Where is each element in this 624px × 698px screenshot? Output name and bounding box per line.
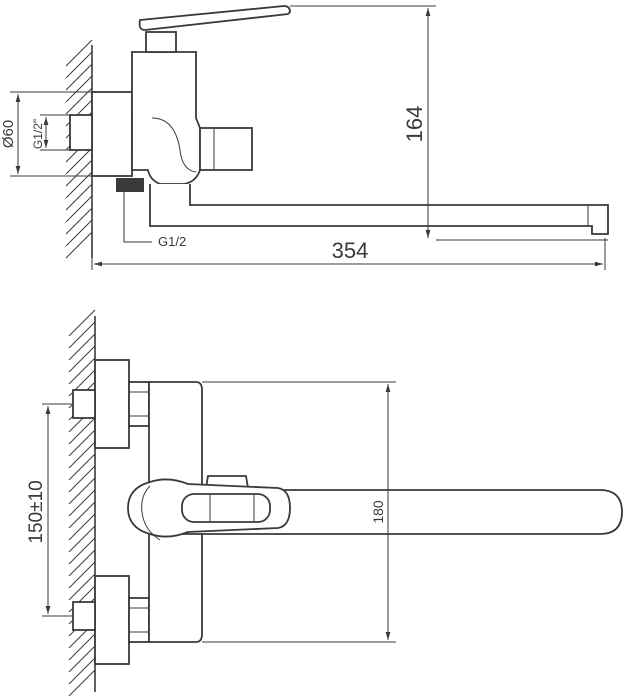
hatch-line bbox=[65, 75, 93, 103]
upper-flange bbox=[94, 359, 130, 449]
hatch-line bbox=[68, 441, 96, 469]
lower-flange bbox=[94, 575, 130, 665]
hatch-line bbox=[68, 549, 96, 577]
dimension-body-height: 180 bbox=[202, 381, 396, 643]
handle-window bbox=[181, 493, 271, 523]
hatch-line bbox=[65, 195, 93, 223]
dim-height-label: 164 bbox=[402, 106, 427, 143]
hatch-line bbox=[68, 513, 96, 541]
hatch-line bbox=[68, 489, 96, 517]
hatch-line bbox=[68, 669, 96, 697]
wall-hatching-bottom bbox=[68, 309, 96, 697]
dim-flange-label: Ø60 bbox=[0, 120, 17, 148]
dim-inlet-label: G1/2" bbox=[31, 119, 45, 149]
lower-nut bbox=[128, 597, 150, 643]
hatch-line bbox=[68, 465, 96, 493]
hatch-line bbox=[68, 525, 96, 553]
hatch-line bbox=[68, 453, 96, 481]
dimension-inlet-thread: G1/2" bbox=[31, 114, 70, 151]
hatch-line bbox=[65, 39, 93, 67]
dimension-height: 164 bbox=[290, 5, 608, 241]
dimension-center-distance: 150±10 bbox=[26, 403, 73, 617]
dim-center-label: 150±10 bbox=[26, 480, 47, 543]
hatch-line bbox=[68, 357, 96, 385]
hatch-line bbox=[68, 429, 96, 457]
hatch-line bbox=[65, 231, 93, 259]
diverter-knob bbox=[199, 127, 253, 171]
dim-outlet-label: G1/2 bbox=[158, 234, 186, 249]
hatch-line bbox=[65, 51, 93, 79]
valve-body-side bbox=[131, 51, 201, 185]
hatch-line bbox=[68, 417, 96, 445]
upper-inlet-pipe bbox=[72, 389, 96, 419]
hatch-line bbox=[68, 645, 96, 673]
hatch-line bbox=[68, 345, 96, 373]
spout-side bbox=[149, 184, 609, 235]
wall-flange-side bbox=[91, 91, 133, 177]
hatch-line bbox=[68, 633, 96, 661]
hatch-line bbox=[65, 63, 93, 91]
hatch-line bbox=[65, 219, 93, 247]
inlet-pipe-side bbox=[69, 114, 93, 151]
cartridge-housing bbox=[145, 31, 177, 53]
dimension-flange-diameter: Ø60 bbox=[0, 91, 92, 177]
hatch-line bbox=[68, 309, 96, 337]
hatch-line bbox=[68, 657, 96, 685]
lower-inlet-pipe bbox=[72, 601, 96, 631]
dimension-outlet-thread: G1/2 bbox=[123, 192, 186, 249]
hatch-line bbox=[68, 561, 96, 589]
hatch-line bbox=[65, 183, 93, 211]
dim-length-label: 354 bbox=[332, 238, 369, 263]
hatch-line bbox=[68, 573, 96, 601]
dimension-length: 354 bbox=[91, 238, 606, 270]
upper-nut bbox=[128, 381, 150, 427]
hatch-line bbox=[65, 207, 93, 235]
hatch-line bbox=[65, 147, 93, 175]
hatch-line bbox=[65, 159, 93, 187]
hatch-line bbox=[68, 477, 96, 505]
hatch-line bbox=[68, 501, 96, 529]
hatch-line bbox=[68, 333, 96, 361]
spout-front bbox=[179, 489, 623, 535]
lever-handle-side bbox=[138, 5, 291, 31]
front-view: 150±10 180 bbox=[26, 309, 623, 697]
hatch-line bbox=[68, 321, 96, 349]
dim-body-height-label: 180 bbox=[370, 500, 386, 524]
side-view: 164 354 Ø60 G1/2" G1/2 bbox=[0, 5, 609, 270]
outlet-nut bbox=[116, 178, 144, 192]
hatch-line bbox=[68, 537, 96, 565]
